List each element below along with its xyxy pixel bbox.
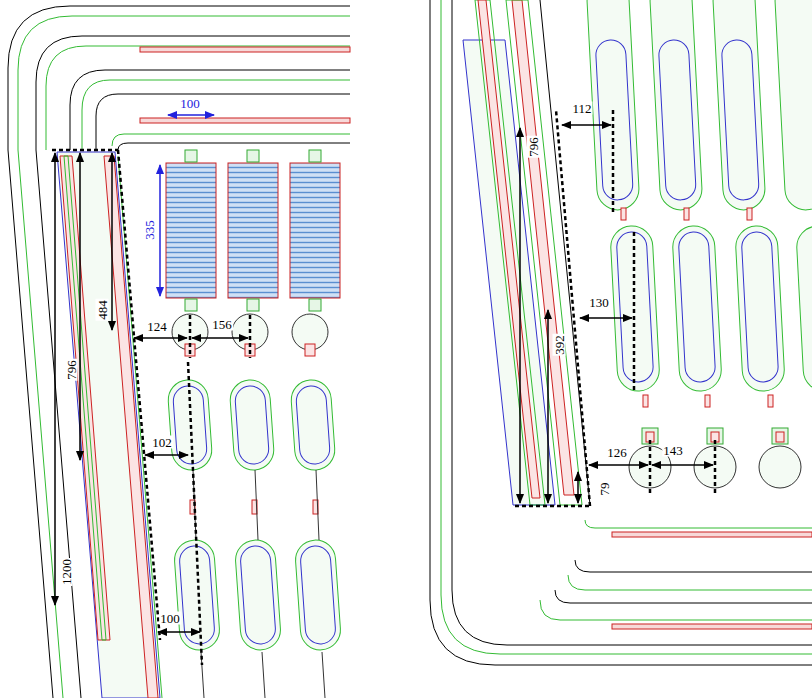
dimension-label: 796 — [65, 359, 78, 381]
dimension-label: 79 — [598, 482, 611, 497]
dimension-label: 124 — [146, 320, 168, 333]
dimension-label: 1200 — [60, 558, 73, 586]
dimension-label: 126 — [606, 446, 628, 459]
dimension-label: 392 — [553, 334, 566, 356]
dimension-label: 335 — [143, 219, 156, 241]
dimension-label: 102 — [151, 436, 173, 449]
dimension-label: 796 — [527, 136, 540, 158]
dimension-label: 112 — [571, 102, 592, 115]
dimension-label: 100 — [179, 97, 201, 110]
dimension-label: 156 — [211, 318, 233, 331]
dimension-label: 143 — [662, 444, 684, 457]
dimension-label: 100 — [159, 612, 181, 625]
dimension-label: 484 — [96, 299, 109, 321]
dimension-label: 130 — [588, 296, 610, 309]
